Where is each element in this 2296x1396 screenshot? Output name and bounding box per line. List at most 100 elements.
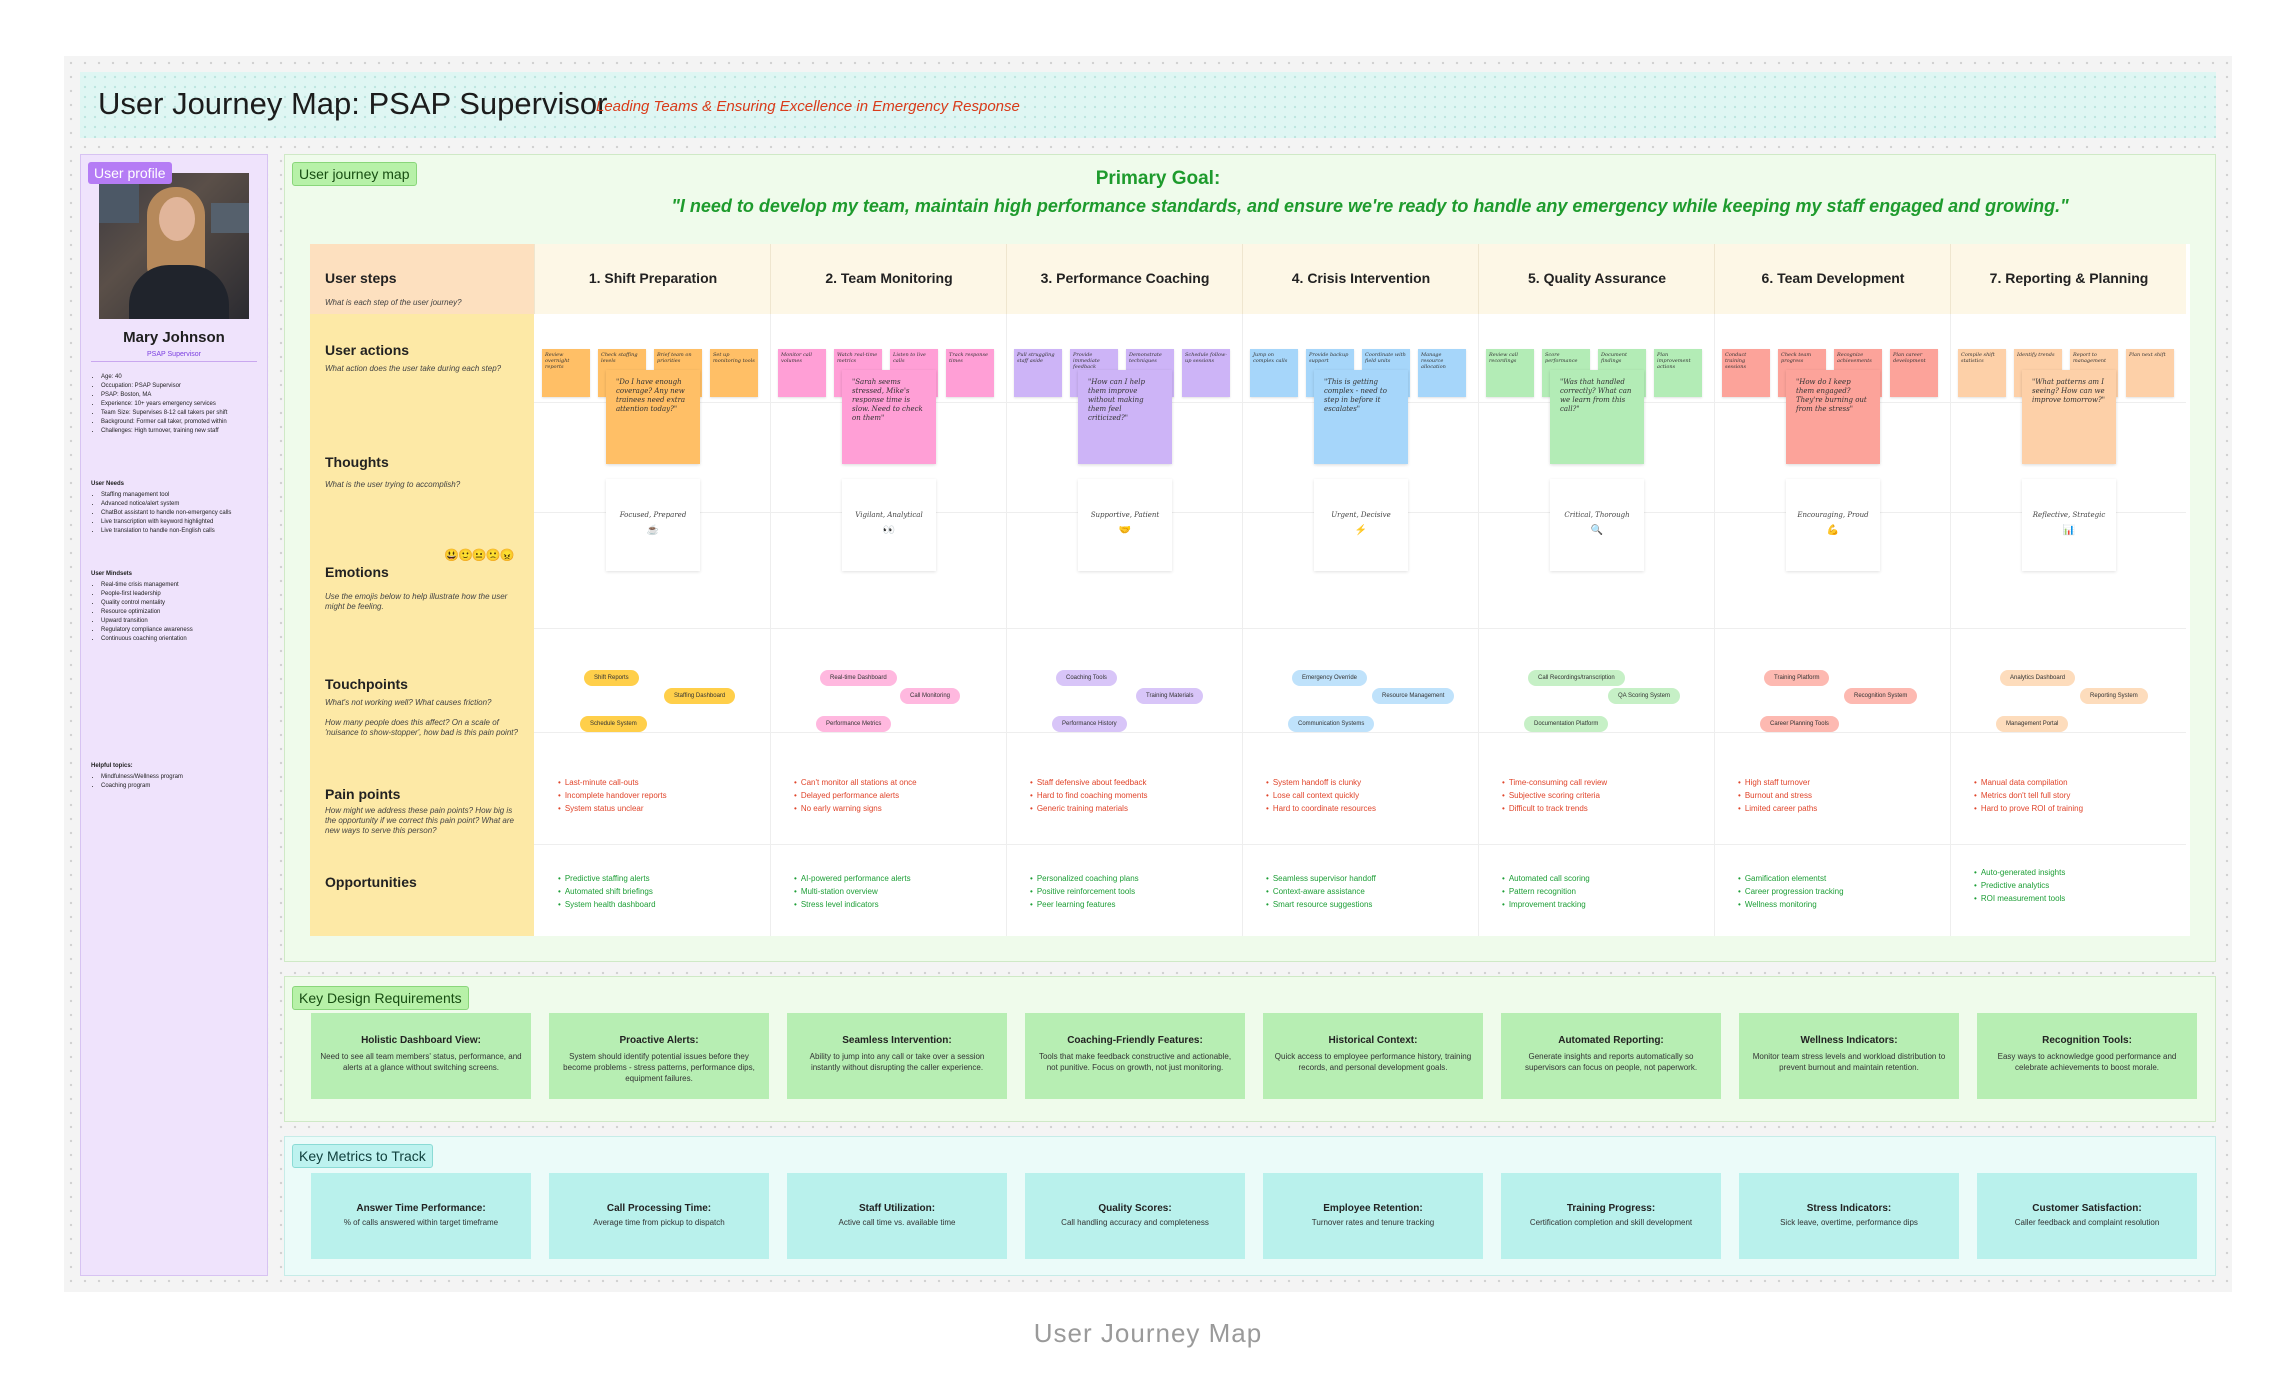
requirement-card: Proactive Alerts:System should identify …	[549, 1013, 769, 1099]
column-divider	[1242, 314, 1243, 936]
pain-points-list: Manual data compilationMetrics don't tel…	[1974, 776, 2083, 815]
metric-card-desc: Certification completion and skill devel…	[1529, 1218, 1693, 1227]
row-divider	[1950, 844, 2186, 845]
pain-point-item: Hard to coordinate resources	[1273, 802, 1376, 815]
metric-card-title: Training Progress:	[1566, 1203, 1656, 1214]
profile-detail-item: Team Size: Supervises 8-12 call takers p…	[101, 409, 271, 418]
opportunity-item: Stress level indicators	[801, 898, 911, 911]
row-sub-pain-points: How might we address these pain points? …	[325, 806, 514, 835]
column-divider	[1478, 314, 1479, 936]
user-need-item: Live translation to handle non-English c…	[101, 527, 271, 536]
emotion-card: Supportive, Patient🤝	[1078, 479, 1172, 571]
header-banner: User Journey Map: PSAP Supervisor Leadin…	[80, 72, 2216, 138]
emotion-icon: 👀	[882, 525, 896, 536]
user-mindset-item: Real-time crisis management	[101, 581, 271, 590]
row-divider	[770, 844, 1006, 845]
action-sticky-note: Conduct training sessions	[1722, 349, 1770, 397]
emotion-icon: 📊	[2062, 525, 2076, 536]
action-sticky-note: Review overnight reports	[542, 349, 590, 397]
emotion-text: Critical, Thorough	[1564, 511, 1630, 519]
emotion-card: Urgent, Decisive⚡	[1314, 479, 1408, 571]
step-title: 4. Crisis Intervention	[1291, 270, 1431, 286]
key-design-requirements-tag: Key Design Requirements	[292, 986, 469, 1010]
requirement-card-title: Automated Reporting:	[1558, 1035, 1664, 1046]
user-need-item: Advanced notice/alert system	[101, 500, 271, 509]
page-title: User Journey Map: PSAP Supervisor	[98, 86, 608, 121]
row-divider	[534, 628, 770, 629]
opportunity-item: ROI measurement tools	[1981, 892, 2065, 905]
metric-card-desc: Sick leave, overtime, performance dips	[1780, 1218, 1918, 1227]
metric-card-title: Quality Scores:	[1098, 1203, 1172, 1214]
requirement-card: Seamless Intervention:Ability to jump in…	[787, 1013, 1007, 1099]
user-mindset-item: Continuous coaching orientation	[101, 635, 271, 644]
profile-detail-item: Occupation: PSAP Supervisor	[101, 382, 271, 391]
emotion-text: Urgent, Decisive	[1331, 511, 1391, 519]
action-sticky-note: Plan next shift	[2126, 349, 2174, 397]
metric-card: Stress Indicators:Sick leave, overtime, …	[1739, 1173, 1959, 1259]
touchpoint-pill: Call Recordings/transcription	[1528, 670, 1625, 686]
user-journey-tag: User journey map	[292, 162, 417, 186]
row-label-touchpoints: Touchpoints	[325, 676, 408, 692]
emotion-text: Vigilant, Analytical	[855, 511, 923, 519]
touchpoint-pill: Training Materials	[1136, 688, 1204, 704]
action-sticky-note: Pull struggling staff aside	[1014, 349, 1062, 397]
opportunity-item: Improvement tracking	[1509, 898, 1590, 911]
step-header-cell: 1. Shift Preparation	[534, 244, 770, 314]
opportunity-item: Predictive staffing alerts	[565, 872, 656, 885]
row-labels: User steps What is each step of the user…	[310, 244, 534, 936]
profile-detail-item: PSAP: Boston, MA	[101, 391, 271, 400]
user-mindset-item: Resource optimization	[101, 608, 271, 617]
step-header-cell: 4. Crisis Intervention	[1242, 244, 1478, 314]
profile-detail-item: Challenges: High turnover, training new …	[101, 427, 271, 436]
column-divider	[1714, 314, 1715, 936]
pain-points-list: Staff defensive about feedbackHard to fi…	[1030, 776, 1148, 815]
emotion-icon: ☕	[646, 525, 660, 536]
emotion-icon: 🔍	[1590, 525, 1604, 536]
touchpoint-pill: Performance Metrics	[816, 716, 892, 732]
row-divider	[1006, 732, 1242, 733]
user-needs-heading: User Needs	[91, 481, 125, 487]
page-subtitle: Leading Teams & Ensuring Excellence in E…	[596, 98, 1020, 115]
thought-sticky-note: "What patterns am I seeing? How can we i…	[2022, 370, 2116, 464]
metric-card: Quality Scores:Call handling accuracy an…	[1025, 1173, 1245, 1259]
action-sticky-note: Compile shift statistics	[1958, 349, 2006, 397]
opportunity-item: Smart resource suggestions	[1273, 898, 1376, 911]
profile-photo	[99, 173, 249, 319]
requirement-card-title: Holistic Dashboard View:	[361, 1035, 481, 1046]
row-sub-thoughts: What is the user trying to accomplish?	[325, 480, 461, 489]
metric-card-desc: % of calls answered within target timefr…	[343, 1218, 499, 1227]
action-sticky-note: Jump on complex calls	[1250, 349, 1298, 397]
opportunity-item: System health dashboard	[565, 898, 656, 911]
helpful-topic-item: Coaching program	[101, 782, 271, 791]
requirement-card: Automated Reporting:Generate insights an…	[1501, 1013, 1721, 1099]
step-title: 1. Shift Preparation	[588, 270, 718, 286]
profile-detail-item: Age: 40	[101, 373, 271, 382]
requirement-card-title: Proactive Alerts:	[619, 1035, 699, 1046]
requirement-card-desc: Easy ways to acknowledge good performanc…	[1997, 1052, 2177, 1072]
requirement-card-desc: Tools that make feedback constructive an…	[1038, 1052, 1232, 1072]
opportunity-item: Auto-generated insights	[1981, 866, 2066, 879]
key-metrics-section: Answer Time Performance:% of calls answe…	[284, 1136, 2216, 1276]
primary-goal-title: Primary Goal:	[1095, 168, 1221, 189]
profile-name: Mary Johnson	[123, 329, 225, 346]
row-divider	[1714, 628, 1950, 629]
row-divider	[770, 628, 1006, 629]
requirement-card-title: Recognition Tools:	[2042, 1035, 2132, 1046]
helpful-topic-item: Mindfulness/Wellness program	[101, 773, 271, 782]
pain-points-list: Time-consuming call reviewSubjective sco…	[1502, 776, 1607, 815]
metric-card-desc: Caller feedback and complaint resolution	[2014, 1218, 2160, 1227]
pain-point-item: Time-consuming call review	[1509, 776, 1607, 789]
column-divider	[770, 314, 771, 936]
touchpoint-pill: Training Platform	[1764, 670, 1830, 686]
touchpoint-pill: Real-time Dashboard	[820, 670, 897, 686]
row-divider	[1950, 732, 2186, 733]
user-mindset-item: Regulatory compliance awareness	[101, 626, 271, 635]
touchpoint-pill: Career Planning Tools	[1760, 716, 1839, 732]
opportunities-list: Gamification elementstCareer progression…	[1738, 872, 1844, 911]
thought-sticky-note: "How can I help them improve without mak…	[1078, 370, 1172, 464]
pain-point-item: Lose call context quickly	[1273, 789, 1376, 802]
